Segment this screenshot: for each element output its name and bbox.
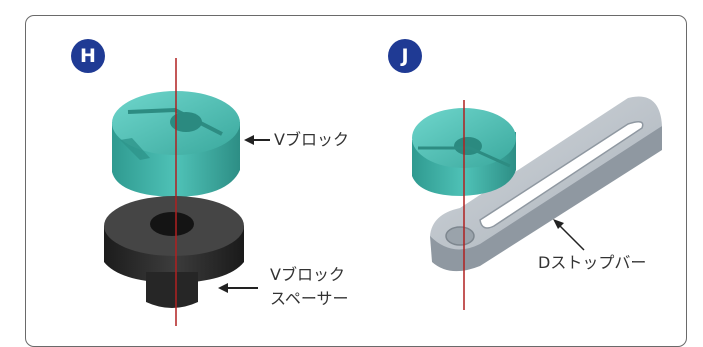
label-v-block: Vブロック (274, 130, 349, 149)
badge-j: J (388, 39, 422, 73)
badge-h: H (71, 39, 105, 73)
label-v-block-spacer-line1: Vブロック (270, 265, 345, 284)
arrow-v-block-spacer (218, 283, 258, 293)
v-block-spacer (104, 196, 244, 308)
d-stop-bar (430, 96, 662, 272)
arrow-d-stop-bar (553, 219, 585, 251)
parts-illustration (104, 58, 662, 326)
label-v-block-spacer-line2: スペーサー (270, 289, 349, 308)
arrow-v-block (244, 135, 270, 145)
label-d-stop-bar: Dストップバー (538, 253, 647, 272)
